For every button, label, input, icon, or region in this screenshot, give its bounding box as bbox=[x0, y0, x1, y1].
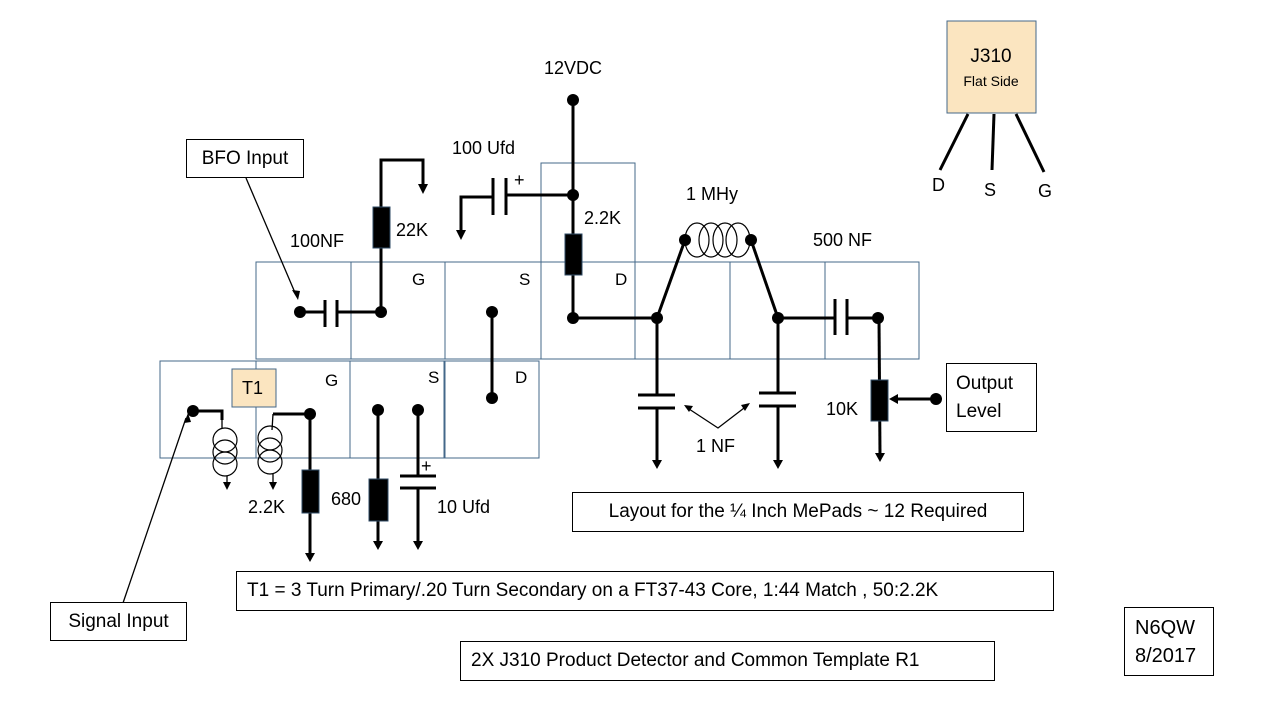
signal-leader-arrow bbox=[184, 413, 191, 423]
title-box: 2X J310 Product Detector and Common Temp… bbox=[460, 641, 995, 681]
bfo-input-text: BFO Input bbox=[201, 147, 289, 169]
layout-note-box: Layout for the ¼ Inch MePads ~ 12 Requir… bbox=[572, 492, 1024, 532]
t1-tag bbox=[231, 368, 277, 408]
mepad-upper-7 bbox=[824, 261, 920, 360]
bfo-leader-arrow bbox=[292, 290, 300, 300]
resistor-gate-lower bbox=[301, 469, 320, 514]
potentiometer-10k[interactable] bbox=[870, 379, 889, 422]
source-node-c bbox=[412, 404, 424, 416]
j310-pin-d: D bbox=[932, 175, 945, 195]
supply-label: 12VDC bbox=[544, 58, 602, 78]
source-node-r bbox=[372, 404, 384, 416]
bfo-input-callout: BFO Input bbox=[186, 139, 304, 178]
pad-label-upper-s: S bbox=[519, 270, 530, 289]
signal-leader-line bbox=[122, 417, 187, 604]
mepad-lower-s bbox=[349, 360, 445, 459]
t1-label: T1 bbox=[242, 378, 263, 398]
pad-label-lower-s: S bbox=[428, 368, 439, 387]
c-source-label: 10 Ufd bbox=[437, 497, 490, 517]
transformer-t1 bbox=[193, 409, 310, 490]
ground-arrow bbox=[456, 230, 466, 240]
pad-label-upper-g: G bbox=[412, 270, 425, 289]
capacitor-filter-right bbox=[759, 318, 796, 469]
c-output-label: 500 NF bbox=[813, 230, 872, 250]
j310-body bbox=[946, 20, 1037, 114]
resistor-drain bbox=[564, 233, 583, 276]
j310-lead-g bbox=[1014, 113, 1046, 173]
output-level-callout: Output Level bbox=[946, 363, 1037, 432]
bfo-leader-line bbox=[245, 177, 297, 296]
author-box: N6QW 8/2017 bbox=[1124, 607, 1214, 676]
output-level-terminal[interactable] bbox=[930, 393, 942, 405]
pad-label-lower-g: G bbox=[325, 371, 338, 390]
j310-lead-d bbox=[938, 113, 970, 171]
capacitor-bfo bbox=[300, 300, 381, 327]
ground-arrow bbox=[418, 184, 428, 194]
c-filter-callout-arrows bbox=[684, 403, 750, 429]
r-volume-label: 10K bbox=[826, 399, 858, 419]
capacitor-bypass bbox=[456, 178, 573, 240]
output-level-line2: Level bbox=[956, 400, 1002, 422]
r-source-label: 680 bbox=[331, 489, 361, 509]
r-gate-lower-label: 2.2K bbox=[248, 497, 285, 517]
c-bfo-label: 100NF bbox=[290, 231, 344, 251]
ground-arrow bbox=[305, 553, 315, 562]
c-filter-label: 1 NF bbox=[696, 436, 735, 456]
ground-arrow bbox=[875, 453, 885, 462]
r-gate-upper-label: 22K bbox=[396, 220, 428, 240]
jumper-bottom bbox=[486, 392, 498, 404]
signal-input-terminal[interactable] bbox=[187, 405, 199, 417]
resistor-source bbox=[368, 478, 389, 522]
c-source-polarity: + bbox=[421, 456, 432, 476]
capacitor-output bbox=[778, 299, 878, 335]
output-node bbox=[872, 312, 884, 324]
bfo-input-terminal[interactable] bbox=[294, 306, 306, 318]
author-callsign: N6QW bbox=[1135, 616, 1195, 639]
l-choke-label: 1 MHy bbox=[686, 184, 738, 204]
jumper-top bbox=[486, 306, 498, 318]
supply-terminal[interactable] bbox=[567, 94, 579, 106]
j310-pin-g: G bbox=[1038, 181, 1052, 201]
resistor-gate-upper bbox=[372, 206, 391, 249]
j310-pinout: J310 Flat Side D S G bbox=[932, 20, 1052, 201]
r-drain-label: 2.2K bbox=[584, 208, 621, 228]
diagram-title: 2X J310 Product Detector and Common Temp… bbox=[471, 650, 920, 671]
transformer-note-text: T1 = 3 Turn Primary/.20 Turn Secondary o… bbox=[247, 580, 939, 601]
j310-lead-s bbox=[990, 113, 996, 171]
ground-arrow bbox=[373, 541, 383, 550]
signal-input-text: Signal Input bbox=[68, 610, 169, 632]
j310-pin-s: S bbox=[984, 180, 996, 200]
inductor-choke bbox=[684, 222, 751, 258]
c-bypass-label: 100 Ufd bbox=[452, 138, 515, 158]
j310-device: J310 bbox=[970, 46, 1011, 67]
wiper-arrow bbox=[889, 394, 898, 404]
output-level-line1: Output bbox=[956, 372, 1014, 394]
j310-note: Flat Side bbox=[963, 73, 1018, 89]
choke-left-lead bbox=[655, 239, 687, 319]
author-date: 8/2017 bbox=[1135, 644, 1197, 667]
layout-note-text: Layout for the ¼ Inch MePads ~ 12 Requir… bbox=[608, 501, 988, 522]
capacitor-source bbox=[400, 410, 436, 550]
transformer-note-box: T1 = 3 Turn Primary/.20 Turn Secondary o… bbox=[236, 571, 1054, 611]
choke-right-lead bbox=[749, 239, 780, 319]
pad-label-lower-d: D bbox=[515, 368, 527, 387]
signal-input-callout: Signal Input bbox=[50, 602, 187, 641]
c-bypass-polarity: + bbox=[514, 170, 525, 190]
capacitor-filter-left bbox=[638, 318, 675, 469]
pad-label-upper-d: D bbox=[615, 270, 627, 289]
mepad-upper-5 bbox=[634, 261, 731, 360]
